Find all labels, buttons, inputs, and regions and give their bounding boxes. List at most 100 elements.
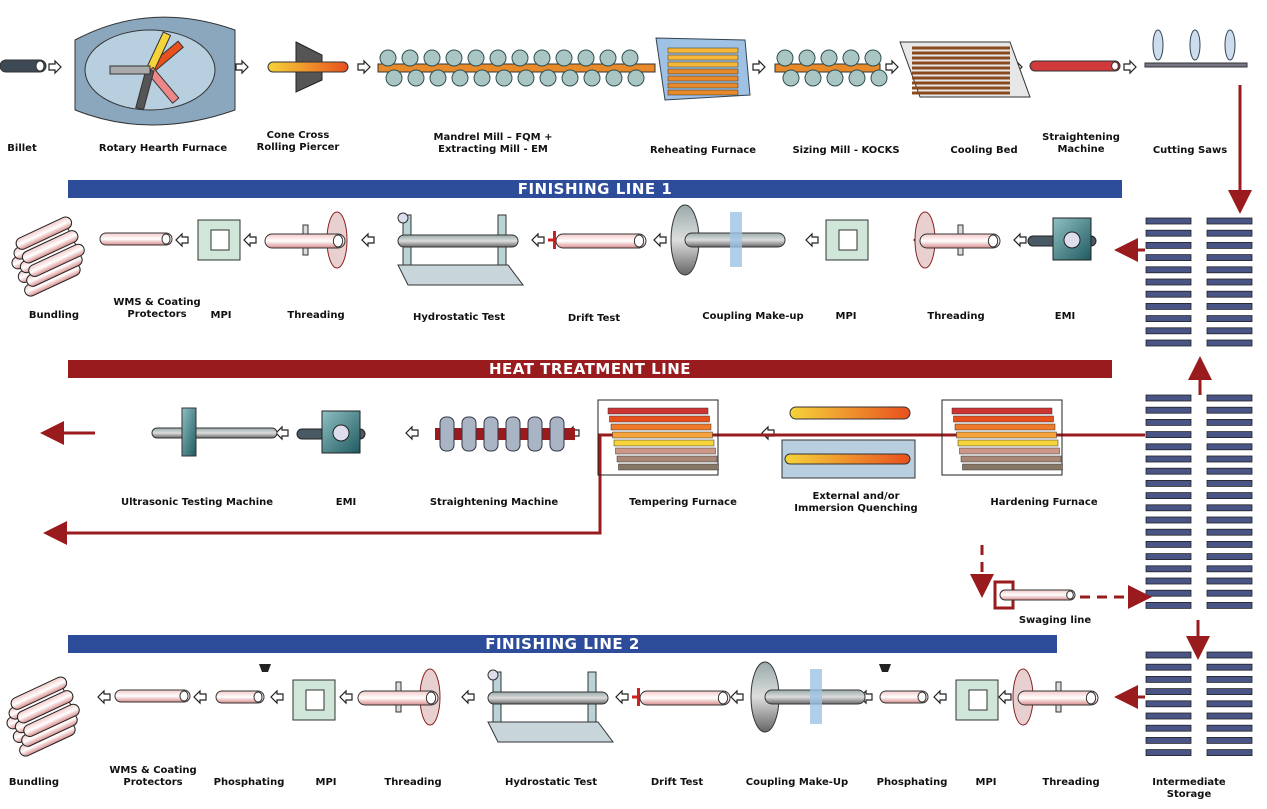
station-label-line: Immersion Quenching	[794, 503, 918, 514]
rack-bar	[1145, 589, 1192, 597]
rack-bar	[1145, 492, 1192, 500]
roller	[555, 49, 573, 67]
rack-bar	[1206, 724, 1253, 732]
hollow-arrow-icon	[531, 232, 545, 248]
billet-icon	[0, 59, 47, 73]
rack-bar	[1145, 737, 1192, 744]
bundled-pipe	[21, 230, 79, 264]
rack-bar	[1145, 528, 1192, 536]
rack-bar	[1145, 651, 1192, 659]
saw-blade	[1189, 29, 1201, 61]
hollow-arrow-icon	[339, 689, 353, 705]
straightener-roll	[527, 416, 543, 452]
roller	[517, 69, 535, 87]
hollow-arrow-icon	[97, 689, 111, 705]
hollow-arrow-icon	[175, 232, 189, 248]
piercer-billet	[267, 61, 349, 73]
phosphating-pipe-icon	[879, 690, 929, 704]
station-label-line: Protectors	[123, 777, 183, 788]
bundle-icon	[6, 676, 80, 757]
pipe-body	[264, 233, 346, 249]
furnace-pipe	[951, 407, 1053, 415]
drift-pipe	[639, 690, 731, 706]
station-label-line: Storage	[1166, 789, 1212, 800]
pipe-end	[161, 233, 171, 245]
station-label: Drift Test	[651, 777, 703, 789]
furnace-pipe	[956, 431, 1057, 439]
station-label-line: Rotary Hearth Furnace	[98, 143, 228, 154]
hollow-arrow-icon	[361, 232, 375, 248]
rack-bar	[1206, 290, 1253, 298]
quench-pipe	[789, 406, 911, 420]
rack-bar	[1206, 394, 1253, 402]
station-label-line: Threading	[1042, 777, 1100, 788]
station-label: MPI	[315, 777, 336, 789]
station-label-line: Hardening Furnace	[990, 497, 1098, 508]
mpi-window	[838, 229, 858, 251]
straightener-roll	[461, 416, 477, 452]
station-label-line: Cutting Saws	[1152, 145, 1228, 156]
roller	[473, 69, 491, 87]
pipe-end	[1085, 691, 1097, 705]
furnace-tube	[667, 89, 739, 96]
pipe-end	[987, 234, 999, 248]
station-label-line: EMI	[1054, 311, 1076, 322]
mpi-window	[968, 689, 988, 711]
roller	[864, 49, 882, 67]
rack-bar	[1145, 290, 1192, 298]
saw-blade	[1224, 29, 1236, 61]
rack-bar	[1206, 229, 1253, 237]
rack-bar	[1206, 651, 1253, 659]
rack-bar	[1145, 749, 1192, 756]
hollow-arrow-icon	[48, 59, 62, 75]
hollow-arrow-shape	[933, 689, 947, 705]
rack-bar	[1145, 676, 1192, 683]
furnace-pipe	[957, 439, 1059, 447]
roller	[561, 69, 579, 87]
hollow-arrow-icon	[405, 425, 419, 441]
station-label-line: Phosphating	[876, 777, 948, 788]
rack-bar	[1145, 254, 1192, 262]
rack-bar	[1206, 516, 1253, 524]
station-label: Threading	[287, 310, 344, 322]
station-label: Cutting Saws	[1153, 145, 1227, 157]
straightener-roll	[439, 416, 455, 452]
rack-bar	[1145, 418, 1192, 426]
rack-bar	[1206, 431, 1253, 439]
station-label: MPI	[210, 310, 231, 322]
hydrostatic-test-icon	[487, 669, 614, 743]
pipe-end	[1066, 590, 1074, 600]
station-label-line: Mandrel Mill – FQM +	[433, 132, 553, 143]
pipe-body	[999, 589, 1076, 601]
hollow-arrow-shape	[752, 59, 766, 75]
rack-bar	[1206, 339, 1253, 347]
hollow-arrow-icon	[461, 689, 475, 705]
rack-bar	[1145, 467, 1192, 475]
emi-ring	[332, 424, 350, 442]
roller	[423, 49, 441, 67]
station-label-line: Machine	[1057, 144, 1105, 155]
station-label-line: Coupling Make-up	[702, 311, 804, 322]
straightener-roll	[483, 416, 499, 452]
station-label-line: Rolling Piercer	[256, 142, 340, 153]
threading-pipe	[1017, 690, 1099, 706]
station-label-line: Phosphating	[213, 777, 285, 788]
mpi-icon	[825, 219, 869, 261]
saw-rail	[1144, 62, 1248, 68]
rack-bar	[1206, 479, 1253, 487]
hollow-arrow-shape	[761, 425, 775, 441]
hollow-arrow-shape	[730, 689, 744, 705]
furnace-pipe	[618, 463, 719, 471]
sizing-mill-icon	[774, 49, 888, 87]
roller	[489, 49, 507, 67]
rack-bar	[1145, 406, 1192, 414]
rack-bar	[1206, 663, 1253, 671]
hollow-arrow-shape	[805, 232, 819, 248]
station-label: Threading	[384, 777, 441, 789]
rack-bar	[1206, 467, 1253, 475]
bundled-pipe	[16, 690, 74, 724]
furnace-pipe	[609, 415, 710, 423]
rack-bar	[1145, 241, 1192, 249]
hollow-arrow-icon	[275, 425, 289, 441]
station-label: Hydrostatic Test	[413, 312, 505, 324]
